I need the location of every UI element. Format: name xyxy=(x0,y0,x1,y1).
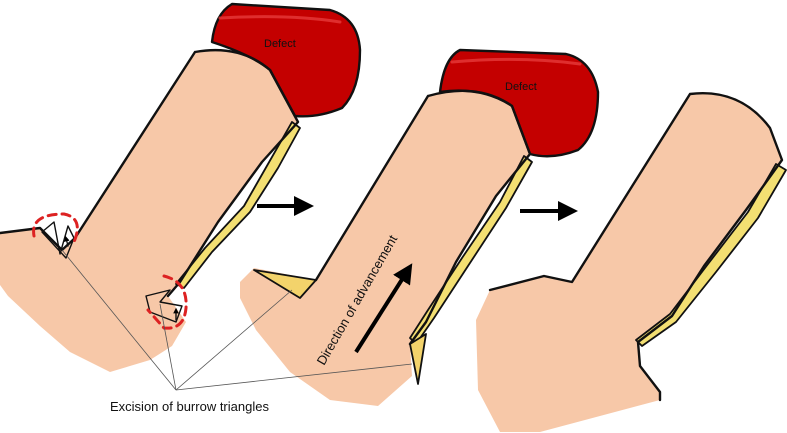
flap-outline-3 xyxy=(488,92,784,402)
excision-label: Excision of burrow triangles xyxy=(110,399,269,414)
skin-flap-1 xyxy=(0,50,298,372)
advancement-arrow xyxy=(354,263,413,354)
flap-outline-2 xyxy=(314,89,532,346)
panel-3-result xyxy=(476,92,787,432)
leader-line-4 xyxy=(175,363,413,391)
panel-1-before: Defect xyxy=(0,2,362,372)
leader-line-1 xyxy=(61,249,177,391)
skin-flap-3 xyxy=(476,93,782,432)
leader-line-3 xyxy=(175,289,293,391)
fat-layer-1 xyxy=(175,121,301,289)
defect-1-highlight xyxy=(218,15,342,24)
leader-line-2 xyxy=(159,303,177,391)
excision-outline-lower xyxy=(146,274,188,330)
defect-1-label: Defect xyxy=(264,38,296,50)
small-arrow-upper xyxy=(64,235,70,247)
flap-outline-1 xyxy=(73,48,300,298)
base-outline-1 xyxy=(0,226,77,252)
excision-callout: Excision of burrow triangles xyxy=(61,249,413,414)
defect-2-label: Defect xyxy=(505,81,537,93)
skin-flap-2 xyxy=(240,90,530,406)
defect-2-highlight xyxy=(450,57,582,66)
excised-triangle-lower xyxy=(409,333,427,385)
excised-triangle-upper xyxy=(253,269,317,299)
excision-outline-upper xyxy=(32,212,79,244)
burrow-triangle-upper xyxy=(41,221,75,259)
panel-2-advancing: Defect Direction of advancement xyxy=(240,48,600,406)
fat-layer-3 xyxy=(635,163,787,347)
